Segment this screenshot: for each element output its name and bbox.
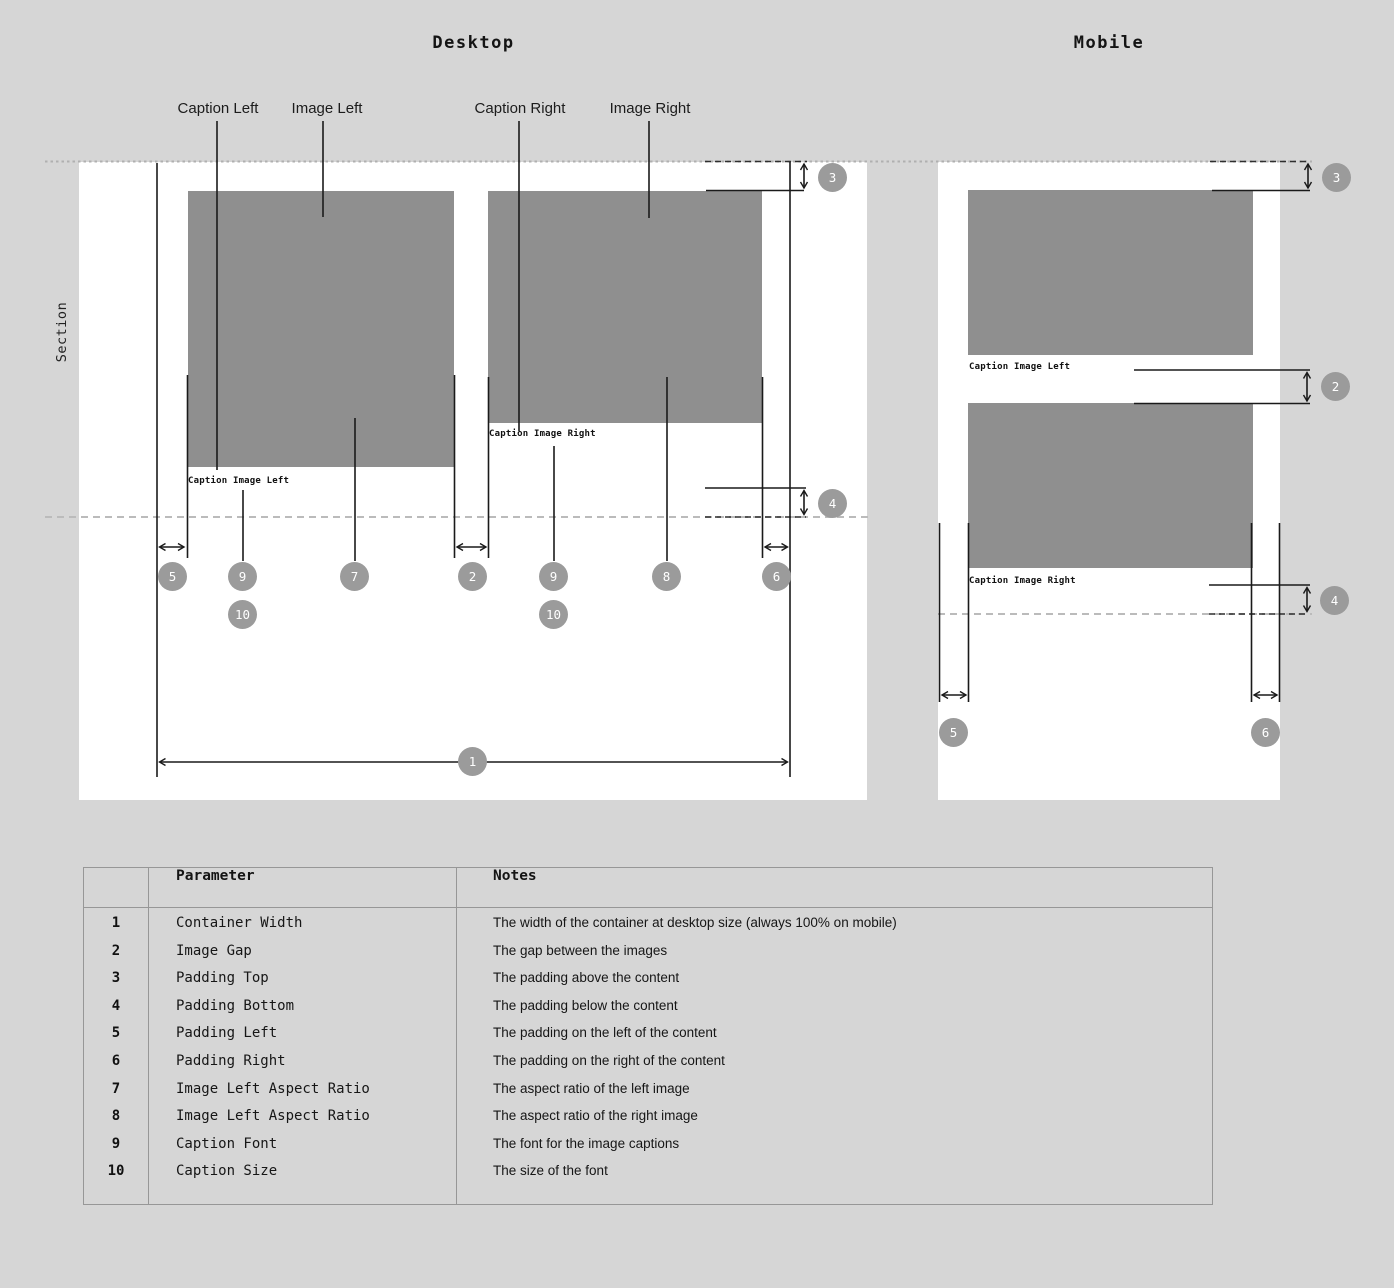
row-num: 3 bbox=[111, 970, 121, 987]
label-image-left: Image Left bbox=[291, 100, 363, 117]
table-row: 3 Padding Top The padding above the cont… bbox=[84, 970, 1212, 998]
mobile-title: Mobile bbox=[1073, 33, 1145, 53]
desktop-image-left-placeholder bbox=[188, 191, 454, 467]
table-row: 2 Image Gap The gap between the images bbox=[84, 943, 1212, 971]
badge-desktop-caption-font-right: 9 bbox=[539, 562, 568, 591]
row-num: 6 bbox=[111, 1052, 121, 1069]
row-num: 4 bbox=[111, 997, 121, 1014]
row-notes: The aspect ratio of the left image bbox=[493, 1080, 690, 1096]
row-notes: The size of the font bbox=[493, 1163, 608, 1179]
desktop-caption-left: Caption Image Left bbox=[188, 476, 290, 486]
table-row: 10 Caption Size The size of the font bbox=[84, 1163, 1212, 1191]
table-header-row: Parameter Notes bbox=[84, 868, 1212, 908]
row-num: 1 bbox=[111, 915, 121, 931]
table-body: 1 Container Width The width of the conta… bbox=[84, 908, 1212, 1191]
label-caption-left: Caption Left bbox=[177, 100, 259, 117]
table-row: 4 Padding Bottom The padding below the c… bbox=[84, 998, 1212, 1026]
mobile-image-right-placeholder bbox=[968, 403, 1253, 568]
label-caption-right: Caption Right bbox=[474, 100, 566, 117]
table-row: 5 Padding Left The padding on the left o… bbox=[84, 1025, 1212, 1053]
badge-mobile-padding-right: 6 bbox=[1251, 718, 1280, 747]
row-parameter: Image Left Aspect Ratio bbox=[176, 1080, 370, 1097]
label-image-right: Image Right bbox=[609, 100, 691, 117]
badge-mobile-padding-top: 3 bbox=[1322, 163, 1351, 192]
mobile-caption-first: Caption Image Left bbox=[969, 362, 1071, 372]
badge-mobile-padding-bottom: 4 bbox=[1320, 586, 1349, 615]
row-notes: The gap between the images bbox=[493, 942, 668, 958]
badge-desktop-caption-font-left: 9 bbox=[228, 562, 257, 591]
table-divider-2 bbox=[456, 868, 457, 1204]
row-parameter: Padding Right bbox=[176, 1052, 286, 1069]
table-header-notes: Notes bbox=[493, 868, 537, 884]
row-parameter: Image Gap bbox=[176, 942, 252, 959]
badge-desktop-image-right-aspect: 8 bbox=[652, 562, 681, 591]
desktop-image-right-placeholder bbox=[488, 191, 762, 423]
row-num: 8 bbox=[111, 1108, 121, 1125]
table-divider-1 bbox=[148, 868, 149, 1204]
section-label: Section bbox=[54, 301, 70, 363]
parameter-table: Parameter Notes 1 Container Width The wi… bbox=[83, 867, 1213, 1205]
row-parameter: Padding Top bbox=[176, 970, 269, 987]
desktop-caption-right: Caption Image Right bbox=[489, 429, 596, 439]
badge-desktop-image-left-aspect: 7 bbox=[340, 562, 369, 591]
row-parameter: Container Width bbox=[176, 915, 303, 931]
row-num: 2 bbox=[111, 942, 121, 959]
table-header-num bbox=[84, 868, 148, 907]
row-num: 10 bbox=[107, 1163, 125, 1180]
row-num: 7 bbox=[111, 1080, 121, 1097]
row-parameter: Caption Size bbox=[176, 1163, 278, 1180]
row-notes: The width of the container at desktop si… bbox=[493, 915, 897, 930]
table-row: 7 Image Left Aspect Ratio The aspect rat… bbox=[84, 1081, 1212, 1109]
row-notes: The padding on the right of the content bbox=[493, 1052, 725, 1068]
desktop-title: Desktop bbox=[432, 33, 515, 53]
table-header-parameter: Parameter bbox=[176, 868, 255, 884]
badge-desktop-padding-bottom: 4 bbox=[818, 489, 847, 518]
badge-desktop-padding-top: 3 bbox=[818, 163, 847, 192]
badge-desktop-container-width: 1 bbox=[458, 747, 487, 776]
row-notes: The aspect ratio of the right image bbox=[493, 1108, 698, 1124]
row-parameter: Padding Left bbox=[176, 1025, 278, 1042]
row-num: 5 bbox=[111, 1025, 121, 1042]
row-notes: The padding above the content bbox=[493, 970, 680, 986]
table-row: 6 Padding Right The padding on the right… bbox=[84, 1053, 1212, 1081]
badge-desktop-padding-left: 5 bbox=[158, 562, 187, 591]
table-row: 8 Image Left Aspect Ratio The aspect rat… bbox=[84, 1108, 1212, 1136]
badge-desktop-image-gap: 2 bbox=[458, 562, 487, 591]
badge-desktop-caption-size-left: 10 bbox=[228, 600, 257, 629]
table-row: 9 Caption Font The font for the image ca… bbox=[84, 1136, 1212, 1164]
badge-mobile-padding-left: 5 bbox=[939, 718, 968, 747]
row-notes: The padding below the content bbox=[493, 997, 678, 1013]
mobile-caption-second: Caption Image Right bbox=[969, 576, 1076, 586]
badge-mobile-image-gap: 2 bbox=[1321, 372, 1350, 401]
row-parameter: Padding Bottom bbox=[176, 997, 295, 1014]
row-num: 9 bbox=[111, 1135, 121, 1152]
badge-desktop-padding-right: 6 bbox=[762, 562, 791, 591]
row-parameter: Caption Font bbox=[176, 1135, 278, 1152]
badge-desktop-caption-size-right: 10 bbox=[539, 600, 568, 629]
mobile-image-left-placeholder bbox=[968, 190, 1253, 355]
row-notes: The font for the image captions bbox=[493, 1135, 680, 1151]
table-row: 1 Container Width The width of the conta… bbox=[84, 915, 1212, 943]
row-notes: The padding on the left of the content bbox=[493, 1025, 717, 1041]
row-parameter: Image Left Aspect Ratio bbox=[176, 1108, 370, 1125]
